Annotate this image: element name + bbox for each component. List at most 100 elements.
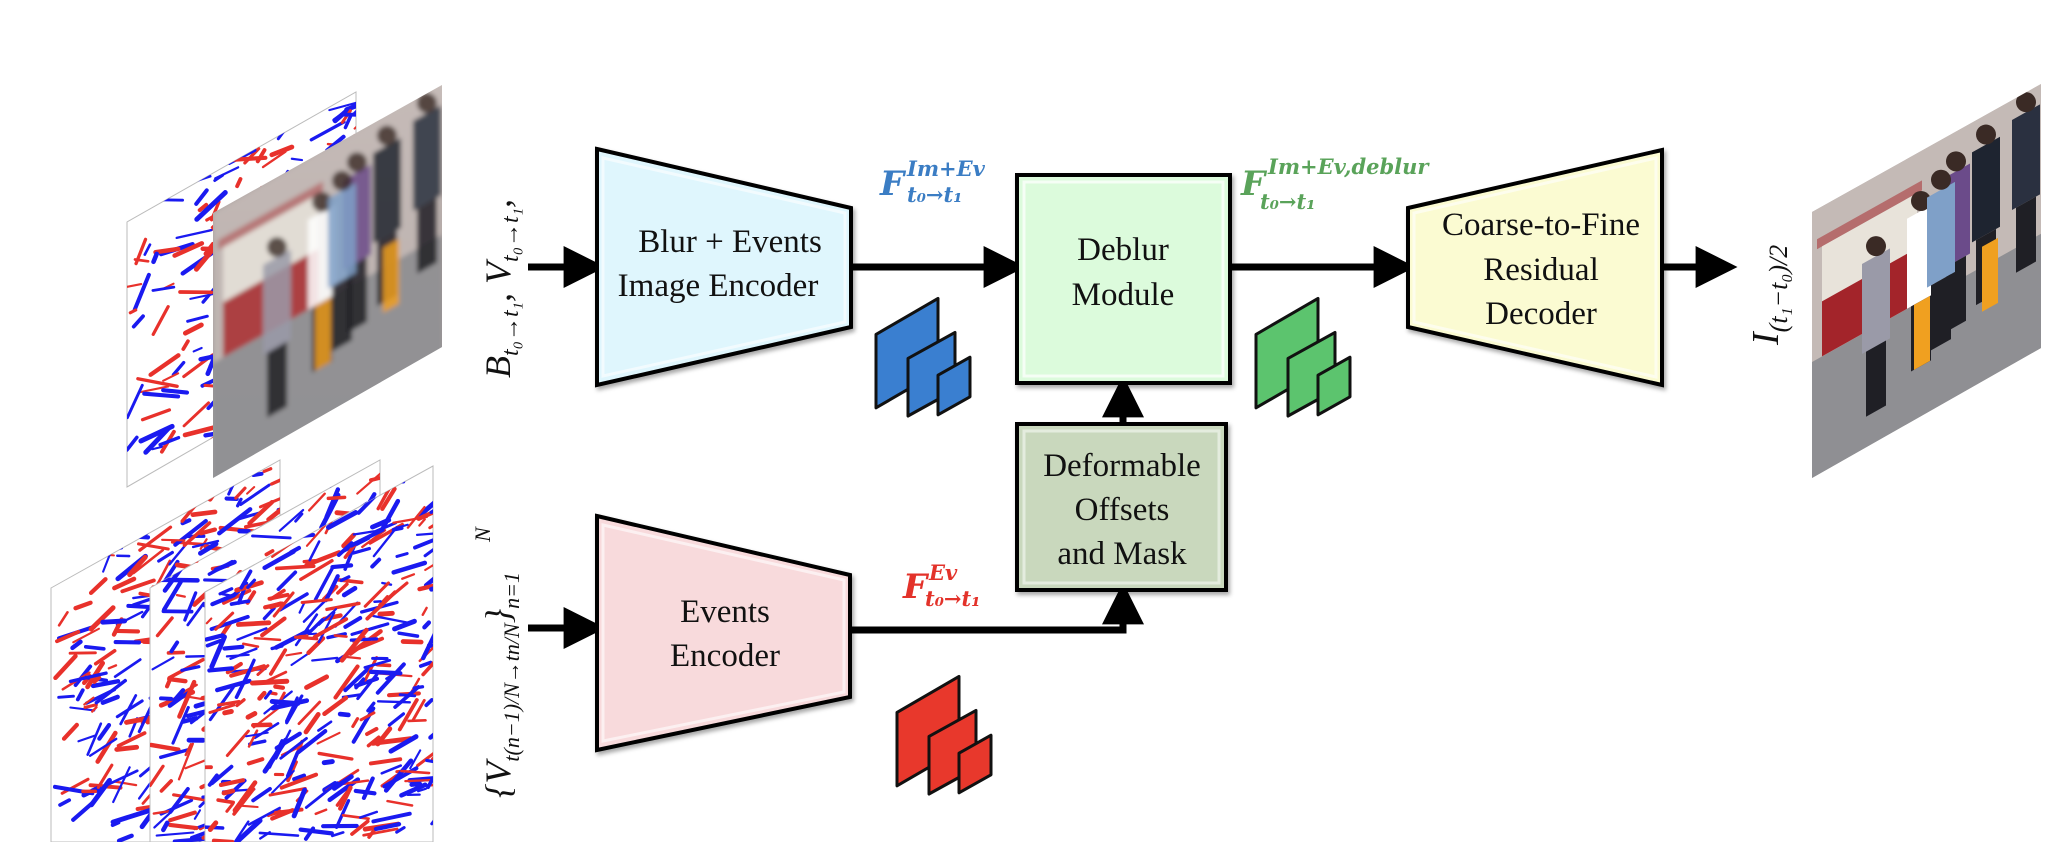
event-stroke — [276, 570, 298, 591]
event-stroke — [428, 729, 433, 740]
deblur-module-block[interactable] — [1015, 173, 1232, 385]
event-stroke — [97, 485, 120, 501]
image-encoder-block[interactable] — [595, 146, 853, 388]
event-stroke — [118, 515, 127, 524]
decoder-block[interactable] — [1406, 147, 1664, 388]
event-stroke — [323, 472, 341, 484]
events-encoder-block[interactable] — [595, 513, 852, 753]
event-stroke — [333, 634, 348, 638]
event-stroke — [186, 601, 206, 627]
event-stroke — [74, 540, 93, 559]
event-stroke — [142, 494, 153, 513]
event-stroke — [430, 816, 433, 826]
event-stroke — [349, 527, 385, 548]
person-head — [417, 93, 437, 114]
event-stroke — [269, 475, 280, 486]
event-stroke — [216, 798, 235, 805]
event-stroke — [158, 435, 181, 447]
event-stroke — [72, 627, 100, 644]
event-stroke — [226, 155, 268, 163]
event-stroke — [83, 703, 98, 709]
event-stroke — [74, 524, 88, 546]
event-stroke — [387, 712, 406, 727]
event-stroke — [136, 377, 179, 388]
event-stroke — [317, 611, 336, 644]
event-stroke — [274, 731, 302, 751]
event-stroke — [68, 460, 92, 480]
event-stroke — [159, 484, 176, 491]
event-stroke — [370, 517, 392, 530]
event-stroke — [379, 498, 401, 533]
svg-text:F: F — [879, 164, 907, 204]
event-stroke — [407, 718, 427, 723]
person-head — [332, 170, 352, 191]
event-stroke — [263, 446, 275, 462]
event-stroke — [159, 779, 173, 793]
event-stroke — [127, 173, 158, 186]
event-stroke — [70, 467, 98, 497]
event-stroke — [251, 471, 264, 478]
event-stroke — [144, 134, 169, 142]
event-stroke — [268, 648, 288, 676]
event-stroke — [397, 631, 420, 638]
event-stroke — [130, 138, 156, 150]
bollard — [1982, 237, 1998, 312]
event-stroke — [160, 104, 182, 123]
event-stroke — [113, 658, 142, 679]
event-stroke — [370, 557, 382, 569]
event-stroke — [198, 541, 219, 556]
svg-text:N: N — [470, 526, 495, 543]
event-stroke — [219, 132, 238, 139]
event-frame-stack — [50, 459, 434, 842]
event-stroke — [247, 729, 259, 748]
event-stroke — [162, 372, 180, 382]
event-stroke — [209, 634, 227, 670]
event-stroke — [144, 133, 154, 140]
event-stroke — [273, 628, 311, 650]
event-stroke — [289, 545, 302, 555]
svg-text:Im+Ev,deblur: Im+Ev,deblur — [1267, 154, 1430, 179]
event-stroke — [372, 526, 398, 558]
event-stroke — [269, 699, 301, 706]
event-stroke — [127, 383, 144, 420]
event-stroke — [341, 779, 370, 786]
deformable-offsets-block[interactable] — [1015, 422, 1228, 592]
person-body — [1862, 248, 1890, 354]
event-stroke — [69, 706, 96, 712]
event-stroke — [222, 708, 234, 716]
event-stroke — [353, 113, 356, 130]
event-stroke — [218, 587, 234, 596]
event-stroke — [57, 611, 69, 627]
decoder-label-line1: Coarse-to-Fine — [1442, 207, 1640, 243]
event-stroke — [151, 445, 164, 451]
event-stroke — [59, 547, 88, 569]
person-legs — [332, 275, 352, 352]
event-stroke — [205, 215, 215, 222]
event-stroke — [146, 497, 178, 507]
event-stroke — [74, 460, 91, 486]
sharp-scene — [1812, 84, 2041, 478]
event-stroke — [317, 751, 354, 761]
event-stroke — [261, 133, 273, 140]
event-stroke — [354, 677, 366, 690]
event-stroke — [283, 479, 298, 497]
event-stroke — [327, 425, 356, 435]
event-stroke — [180, 518, 192, 526]
event-stroke — [143, 426, 171, 455]
event-stroke — [167, 822, 199, 831]
event-stroke — [197, 202, 209, 213]
event-stroke — [190, 509, 218, 518]
event-stroke — [224, 115, 243, 152]
event-stroke — [56, 484, 86, 494]
event-stroke — [363, 656, 379, 682]
event-stroke — [375, 726, 393, 747]
event-stroke — [400, 639, 424, 645]
event-stroke — [285, 694, 304, 725]
person-legs — [2016, 196, 2036, 273]
event-stroke — [338, 785, 353, 811]
event-stroke — [247, 500, 275, 526]
event-stroke — [224, 778, 247, 800]
event-stroke — [401, 573, 416, 580]
event-frame-3 — [204, 465, 434, 842]
event-stroke — [343, 114, 353, 130]
